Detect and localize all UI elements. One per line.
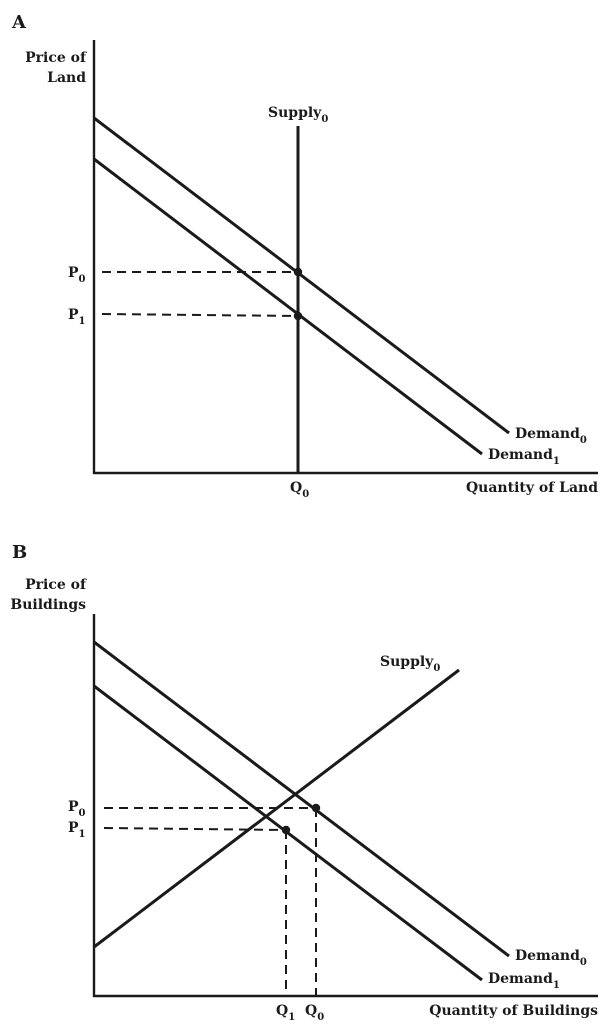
- panel-a-y-axis-label-line2: Land: [47, 70, 86, 86]
- panel-a-demand1-curve: [93, 157, 483, 456]
- panel-a-demand0-label: Demand0: [515, 426, 587, 446]
- panel-a-demand0-curve: [93, 116, 510, 435]
- panel-a-p0-label: P0: [68, 265, 86, 285]
- panel-a-equilibrium-1: [293, 311, 303, 321]
- panel-a-y-axis-label-line1: Price of: [25, 50, 87, 66]
- panel-b-y-axis-label-line2: Buildings: [10, 597, 86, 613]
- panel-b-supply-label: Supply0: [380, 654, 440, 674]
- panel-a-equilibrium-0: [293, 267, 303, 277]
- panel-a-demand1-label: Demand1: [488, 447, 560, 467]
- panel-b: B Price of Buildings Supply0 Demand0 Dem…: [10, 542, 598, 1023]
- panel-b-p1-label: P1: [68, 820, 86, 840]
- panel-a-supply-label: Supply0: [268, 105, 328, 125]
- panel-a-letter: A: [11, 12, 27, 33]
- panel-b-q0-label: Q0: [305, 1003, 324, 1023]
- panel-a: A Price of Land Supply0 Demand0 Demand1 …: [11, 12, 598, 500]
- panel-b-p1-dashed-line: [103, 827, 287, 831]
- panel-b-x-axis-label: Quantity of Buildings: [429, 1003, 598, 1019]
- panel-b-q1-label: Q1: [276, 1003, 295, 1023]
- panel-a-p1-dashed-line: [101, 313, 299, 317]
- panel-b-demand0-curve: [93, 640, 510, 958]
- panel-b-equilibrium-1: [281, 825, 291, 835]
- panel-a-p1-label: P1: [68, 307, 86, 327]
- panel-b-letter: B: [12, 542, 27, 563]
- panel-a-x-axis-label: Quantity of Land: [466, 480, 598, 496]
- panel-b-p0-label: P0: [68, 799, 86, 819]
- panel-a-q0-label: Q0: [290, 480, 309, 500]
- panel-b-demand1-label: Demand1: [488, 971, 560, 991]
- panel-b-equilibrium-0: [311, 803, 321, 813]
- panel-b-y-axis-label-line1: Price of: [25, 577, 87, 593]
- panel-b-demand0-label: Demand0: [515, 948, 587, 968]
